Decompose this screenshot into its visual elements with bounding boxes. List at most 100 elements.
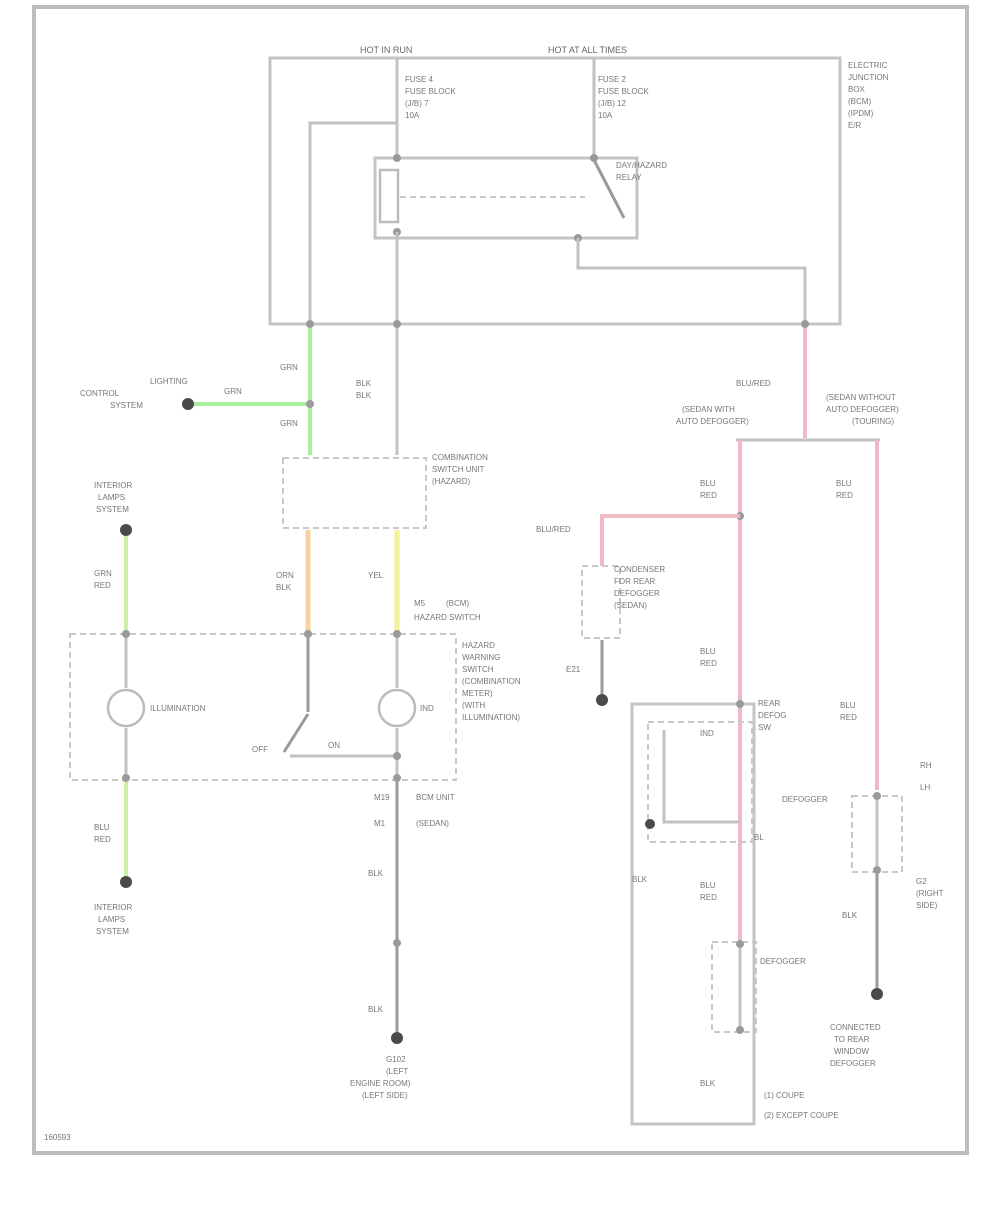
illum-pin-top <box>122 630 130 638</box>
ground-mid-label: G102 (LEFT ENGINE ROOM) (LEFT SIDE) <box>350 1055 411 1100</box>
svg-text:WINDOW: WINDOW <box>834 1047 870 1056</box>
svg-text:BLK: BLK <box>356 379 372 388</box>
svg-text:JUNCTION: JUNCTION <box>848 73 889 82</box>
svg-text:RED: RED <box>700 659 717 668</box>
svg-text:CONTROL: CONTROL <box>80 389 120 398</box>
defogger-relay-pin-top <box>873 792 881 800</box>
relay-contact-node <box>590 154 598 162</box>
svg-text:BLK: BLK <box>356 391 372 400</box>
ind-pin-top <box>393 630 401 638</box>
condenser-feed-wire <box>600 514 740 566</box>
svg-text:(RIGHT: (RIGHT <box>916 889 944 898</box>
svg-text:CONDENSER: CONDENSER <box>614 565 665 574</box>
svg-text:SYSTEM: SYSTEM <box>110 401 143 410</box>
svg-text:INTERIOR: INTERIOR <box>94 903 132 912</box>
wire-d-label: BLU RED <box>700 881 717 902</box>
svg-text:(COMBINATION: (COMBINATION <box>462 677 521 686</box>
svg-text:RED: RED <box>700 491 717 500</box>
conn-below-label: M19 M1 BCM UNIT (SEDAN) <box>374 793 455 828</box>
svg-text:(IPDM): (IPDM) <box>848 109 874 118</box>
left-system-top-label: INTERIOR LAMPS SYSTEM <box>94 481 132 514</box>
illumination-label: ILLUMINATION <box>150 704 206 713</box>
defog-pin-label: BL <box>754 833 764 842</box>
svg-text:LIGHTING: LIGHTING <box>150 377 188 386</box>
grn-label-top: GRN <box>280 363 298 372</box>
svg-text:BLU: BLU <box>94 823 110 832</box>
svg-text:RED: RED <box>836 491 853 500</box>
svg-text:METER): METER) <box>462 689 493 698</box>
ind-junction-node <box>393 752 401 760</box>
lighting-system-terminal <box>182 398 194 410</box>
svg-text:DAY/HAZARD: DAY/HAZARD <box>616 161 667 170</box>
left-wire-top-label: GRN RED <box>94 569 112 590</box>
svg-text:FUSE BLOCK: FUSE BLOCK <box>598 87 649 96</box>
with-alt-label: (SEDAN WITHOUT AUTO DEFOGGER) (TOURING) <box>826 393 899 426</box>
svg-text:ENGINE ROOM): ENGINE ROOM) <box>350 1079 411 1088</box>
svg-text:(1) COUPE: (1) COUPE <box>764 1091 804 1100</box>
svg-text:SWITCH UNIT: SWITCH UNIT <box>432 465 485 474</box>
svg-text:AUTO DEFOGGER): AUTO DEFOGGER) <box>676 417 749 426</box>
lcs-wire-label: GRN <box>224 387 242 396</box>
wire-e-label: BLU RED <box>840 701 857 722</box>
rear-defogger-label: DEFOGGER <box>760 957 806 966</box>
svg-text:RH: RH <box>920 761 932 770</box>
right-ground-label: G2 (RIGHT SIDE) <box>916 877 944 910</box>
svg-text:HAZARD SWITCH: HAZARD SWITCH <box>414 613 481 622</box>
svg-text:GRN: GRN <box>94 569 112 578</box>
hazard-indicator-lamp-icon <box>377 688 417 728</box>
with-ref-label: (SEDAN WITH AUTO DEFOGGER) <box>676 405 749 426</box>
svg-text:FUSE 4: FUSE 4 <box>405 75 434 84</box>
svg-text:DEFOGGER: DEFOGGER <box>830 1059 876 1068</box>
switch-on-label: ON <box>328 741 340 750</box>
svg-text:BOX: BOX <box>848 85 866 94</box>
blk-wire-label-2: BLK <box>368 1005 384 1014</box>
defogger-relay-pin-bot <box>873 866 881 874</box>
combination-switch-label: COMBINATION SWITCH UNIT (HAZARD) <box>432 453 488 486</box>
condenser-box <box>581 565 621 639</box>
svg-text:RED: RED <box>840 713 857 722</box>
green-junction-node <box>306 400 314 408</box>
switch-pin-top <box>304 630 312 638</box>
svg-text:(SEDAN WITHOUT: (SEDAN WITHOUT <box>826 393 896 402</box>
wire-b-label: BLU RED <box>836 479 853 500</box>
svg-text:BLU: BLU <box>700 881 716 890</box>
relay-contact <box>592 159 626 219</box>
svg-text:INTERIOR: INTERIOR <box>94 481 132 490</box>
svg-text:LH: LH <box>920 783 930 792</box>
svg-text:(TOURING): (TOURING) <box>852 417 894 426</box>
legend: (1) COUPE (2) EXCEPT COUPE <box>764 1091 839 1120</box>
condenser-ground-label: E21 <box>566 665 581 674</box>
left-system-top-terminal <box>120 524 132 536</box>
svg-text:E/R: E/R <box>848 121 862 130</box>
left-system-bottom-label: INTERIOR LAMPS SYSTEM <box>94 903 132 936</box>
svg-text:BLU: BLU <box>700 479 716 488</box>
blk-mid-label: BLK BLK <box>356 379 372 400</box>
relay-label: DAY/HAZARD RELAY <box>616 161 667 182</box>
relay-node-top <box>393 154 401 162</box>
connector-note: M5 (BCM) HAZARD SWITCH <box>414 599 481 622</box>
svg-text:(SEDAN): (SEDAN) <box>416 819 449 828</box>
svg-text:(SEDAN): (SEDAN) <box>614 601 647 610</box>
defogger-loop-box <box>630 702 756 1126</box>
module-pin-2 <box>393 320 401 328</box>
svg-text:SIDE): SIDE) <box>916 901 938 910</box>
defog-switch-box <box>647 721 753 843</box>
svg-text:(BCM): (BCM) <box>446 599 469 608</box>
right-lamp-label: RH LH <box>920 761 932 792</box>
blk-right-label: BLK <box>632 875 648 884</box>
relay-coil <box>378 168 400 224</box>
blk-final-label: BLK <box>700 1079 716 1088</box>
figure-id: 160593 <box>44 1133 71 1142</box>
svg-text:COMBINATION: COMBINATION <box>432 453 488 462</box>
defog-switch-pin <box>736 700 744 708</box>
indicator-desc-label: HAZARD WARNING SWITCH (COMBINATION METER… <box>462 641 521 722</box>
svg-text:M5: M5 <box>414 599 426 608</box>
svg-text:M1: M1 <box>374 819 386 828</box>
defog-ind-label: IND <box>700 729 714 738</box>
combination-switch-box <box>282 457 427 529</box>
left-system-bottom-terminal <box>120 876 132 888</box>
top-module-box <box>268 56 842 326</box>
svg-text:DEFOG: DEFOG <box>758 711 786 720</box>
svg-text:(WITH: (WITH <box>462 701 485 710</box>
svg-text:FOR REAR: FOR REAR <box>614 577 656 586</box>
